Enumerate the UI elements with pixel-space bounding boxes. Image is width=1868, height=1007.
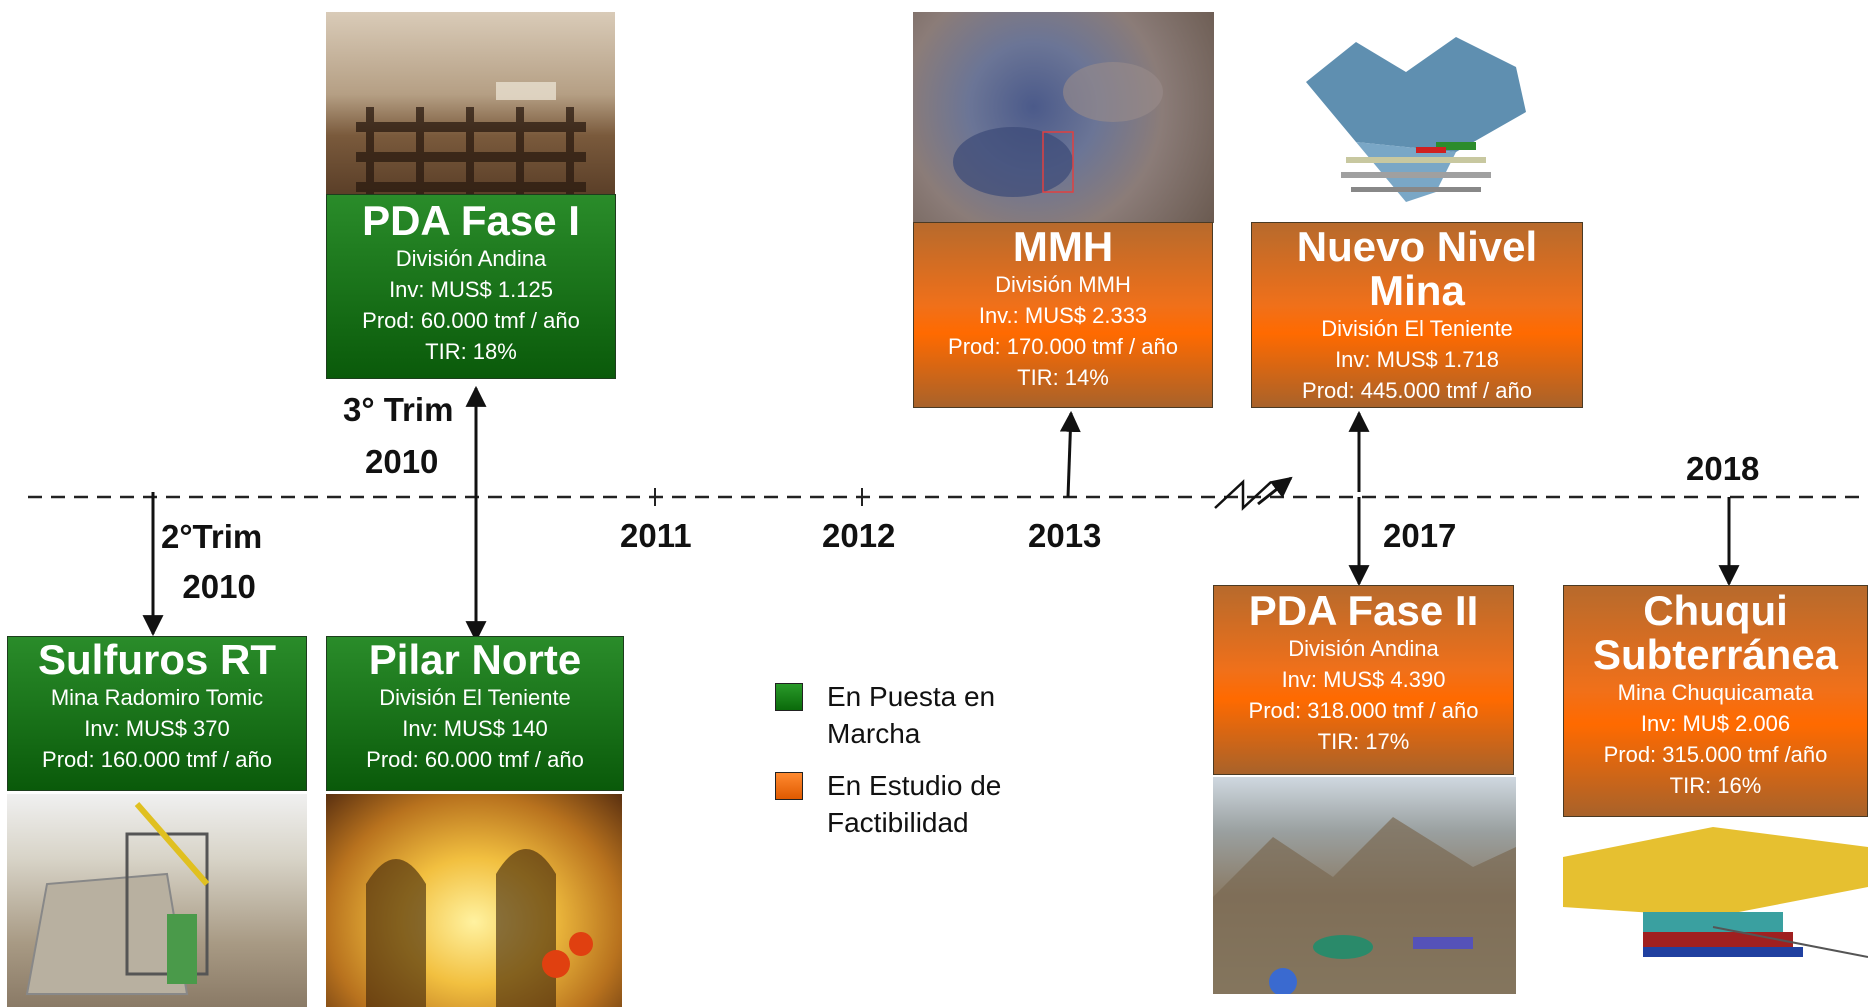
photo-pilar-norte-tunnel	[326, 794, 622, 1007]
card-tir: TIR: 17%	[1317, 729, 1410, 754]
card-production: Prod: 60.000 tmf / año	[366, 747, 584, 772]
card-production: Prod: 60.000 tmf / año	[362, 308, 580, 333]
card-pda-fase-ii: PDA Fase II División Andina Inv: MUS$ 4.…	[1213, 585, 1514, 775]
card-title-line-2: Subterránea	[1592, 631, 1839, 678]
card-tir: TIR: 18%	[425, 339, 517, 364]
photo-nuevo-nivel-mina-3d-model	[1296, 22, 1529, 202]
photo-chuqui-subterranea-3d-model	[1563, 817, 1868, 997]
card-investment: Inv: MU$ 2.006	[1640, 711, 1791, 736]
card-investment: Inv: MUS$ 1.718	[1335, 347, 1499, 372]
card-tir: TIR: 14%	[1017, 365, 1109, 390]
card-production: Prod: 445.000 tmf / año	[1302, 378, 1532, 403]
photo-mmh-satellite	[913, 12, 1214, 223]
card-division: Mina Chuquicamata	[1617, 680, 1814, 705]
card-nuevo-nivel-mina: Nuevo Nivel Mina División El Teniente In…	[1251, 222, 1583, 434]
photo-pda-fase-ii-valley	[1213, 777, 1516, 994]
card-division: División MMH	[995, 272, 1131, 297]
card-title: Nuevo Nivel Mina	[1296, 223, 1538, 314]
card-chuqui-subterranea: Chuqui Subterránea Mina Chuquicamata Inv…	[1563, 585, 1868, 817]
card-pda-fase-i: PDA Fase I División Andina Inv: MUS$ 1.1…	[326, 194, 616, 379]
card-title: Pilar Norte	[368, 636, 582, 683]
year-2017: 2017	[1383, 517, 1457, 554]
year-trim-label: 3° Trim	[343, 391, 454, 428]
legend-label-line: En Estudio de	[827, 770, 1002, 801]
legend-label-line: Marcha	[827, 718, 921, 749]
card-division: División El Teniente	[379, 685, 571, 710]
year-2012: 2012	[822, 517, 896, 554]
card-division: División Andina	[1288, 636, 1439, 661]
year-3trim-2010: 3° Trim 2010	[343, 384, 453, 488]
card-division: Mina Radomiro Tomic	[50, 685, 264, 710]
card-production: Prod: 315.000 tmf /año	[1603, 742, 1828, 767]
arrow-mmh	[1059, 410, 1081, 498]
legend-label-estudio-factibilidad: En Estudio de Factibilidad	[827, 767, 1001, 841]
card-investment: Inv: MUS$ 370	[84, 716, 230, 741]
year-label: 2010	[365, 443, 439, 480]
photo-pda-fase-i-construction	[326, 12, 615, 218]
legend-label-puesta-en-marcha: En Puesta en Marcha	[827, 678, 995, 752]
year-2011: 2011	[620, 517, 692, 554]
card-investment: Inv: MUS$ 140	[402, 716, 548, 741]
card-production: Prod: 170.000 tmf / año	[948, 334, 1178, 359]
card-title: Sulfuros RT	[38, 636, 276, 683]
axis-break-symbol	[1214, 479, 1272, 511]
card-tir: TIR: 15%	[1371, 409, 1463, 434]
legend: En Puesta en Marcha En Estudio de Factib…	[775, 678, 1075, 848]
card-title: PDA Fase II	[1248, 587, 1479, 634]
card-tir: TIR: 16%	[1669, 773, 1762, 798]
card-division: División El Teniente	[1321, 316, 1513, 341]
legend-label-line: En Puesta en	[827, 681, 996, 712]
legend-label-line: Factibilidad	[827, 807, 969, 838]
card-investment: Inv.: MUS$ 2.333	[978, 303, 1148, 328]
legend-swatch-green	[775, 683, 803, 711]
photo-sulfuros-rt-plant	[7, 794, 307, 1007]
card-division: División Andina	[395, 246, 547, 271]
year-2013: 2013	[1028, 517, 1102, 554]
card-investment: Inv: MUS$ 4.390	[1281, 667, 1446, 692]
card-mmh: MMH División MMH Inv.: MUS$ 2.333 Prod: …	[913, 222, 1213, 408]
year-2018: 2018	[1686, 450, 1760, 487]
axis-break-arrow	[1257, 476, 1293, 506]
card-pilar-norte: Pilar Norte División El Teniente Inv: MU…	[326, 636, 624, 791]
card-investment: Inv: MUS$ 1.125	[389, 277, 553, 302]
legend-swatch-orange	[775, 772, 803, 800]
year-trim-label: 2°Trim	[161, 518, 263, 555]
card-production: Prod: 160.000 tmf / año	[42, 747, 272, 772]
card-title: MMH	[1012, 223, 1114, 270]
year-2trim-2010: 2°Trim 2010	[161, 512, 262, 612]
card-production: Prod: 318.000 tmf / año	[1248, 698, 1479, 723]
year-label: 2010	[182, 568, 256, 605]
card-title: PDA Fase I	[362, 197, 580, 244]
card-title-line-1: Chuqui	[1643, 587, 1788, 634]
card-sulfuros-rt: Sulfuros RT Mina Radomiro Tomic Inv: MUS…	[7, 636, 307, 791]
